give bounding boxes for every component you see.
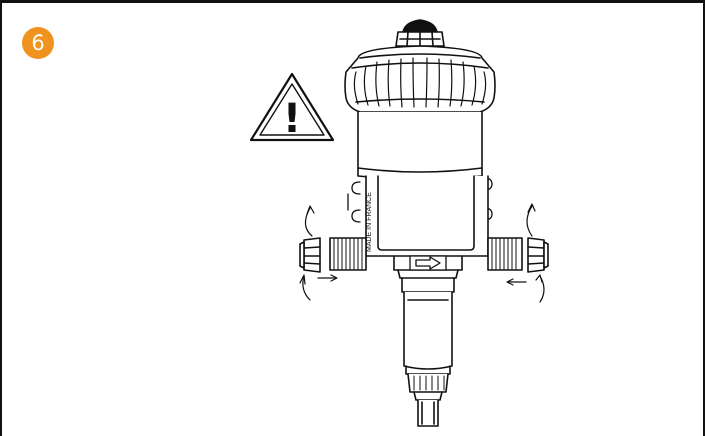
- right-outlet-fitting-icon: [487, 237, 549, 273]
- left-rotation-arrows-icon: [299, 205, 338, 301]
- warning-exclamation-icon: !: [283, 96, 301, 142]
- top-knob-icon: [395, 19, 445, 47]
- left-inlet-fitting-icon: [299, 237, 367, 273]
- bottom-connector-icon: [407, 373, 449, 427]
- flow-direction-arrow-icon: [409, 255, 447, 271]
- right-rotation-arrows-icon: [506, 203, 545, 303]
- step-number-badge: 6: [22, 27, 54, 59]
- upper-body-icon: [357, 111, 483, 180]
- warning-triangle-icon: !: [249, 72, 335, 142]
- suction-tube-icon: [401, 277, 455, 375]
- ribbed-cap-icon: [344, 45, 496, 113]
- made-in-france-label: MADE IN FRANCE: [366, 192, 373, 252]
